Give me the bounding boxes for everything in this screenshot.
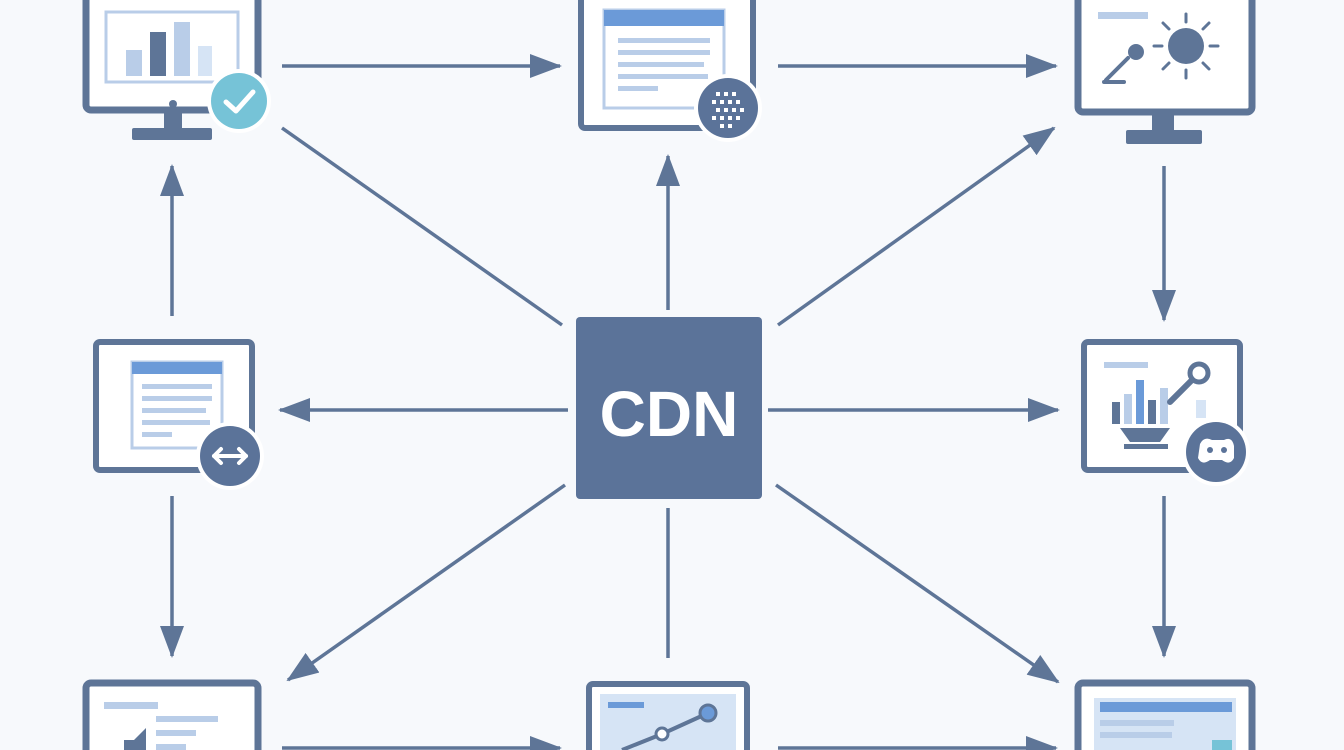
monitor-web-page[interactable] [578, 0, 762, 142]
cdn-hub-label: CDN [600, 378, 739, 450]
arrow-hub-to-audio [286, 483, 567, 682]
monitor-audio[interactable] [82, 679, 262, 750]
signal-icon [1102, 44, 1144, 84]
web-page-icon [1094, 698, 1236, 750]
connectors [160, 54, 1176, 750]
monitor-document[interactable] [93, 339, 264, 490]
monitor-graphics[interactable] [1081, 339, 1250, 486]
line-graph-icon [621, 703, 718, 750]
gamepad-icon [1182, 418, 1250, 486]
monitor-analytics[interactable] [82, 0, 271, 140]
bar-chart-icon [126, 22, 212, 76]
monitor-site[interactable] [1074, 679, 1256, 750]
monitor-weather[interactable] [1074, 0, 1256, 144]
monitor-graph[interactable] [586, 681, 750, 750]
chart-tools-icon [1104, 361, 1211, 449]
arrow-hub-to-site [774, 483, 1060, 684]
swap-icon [196, 422, 264, 490]
web-page-icon [602, 8, 726, 110]
arrow-hub-to-weather [776, 126, 1056, 327]
check-icon [207, 69, 271, 133]
line-hub-to-analytics [280, 126, 564, 327]
sun-icon [1152, 12, 1220, 80]
speaker-icon [124, 716, 218, 750]
cdn-hub[interactable]: CDN [576, 317, 762, 499]
grid-icon [694, 74, 762, 142]
